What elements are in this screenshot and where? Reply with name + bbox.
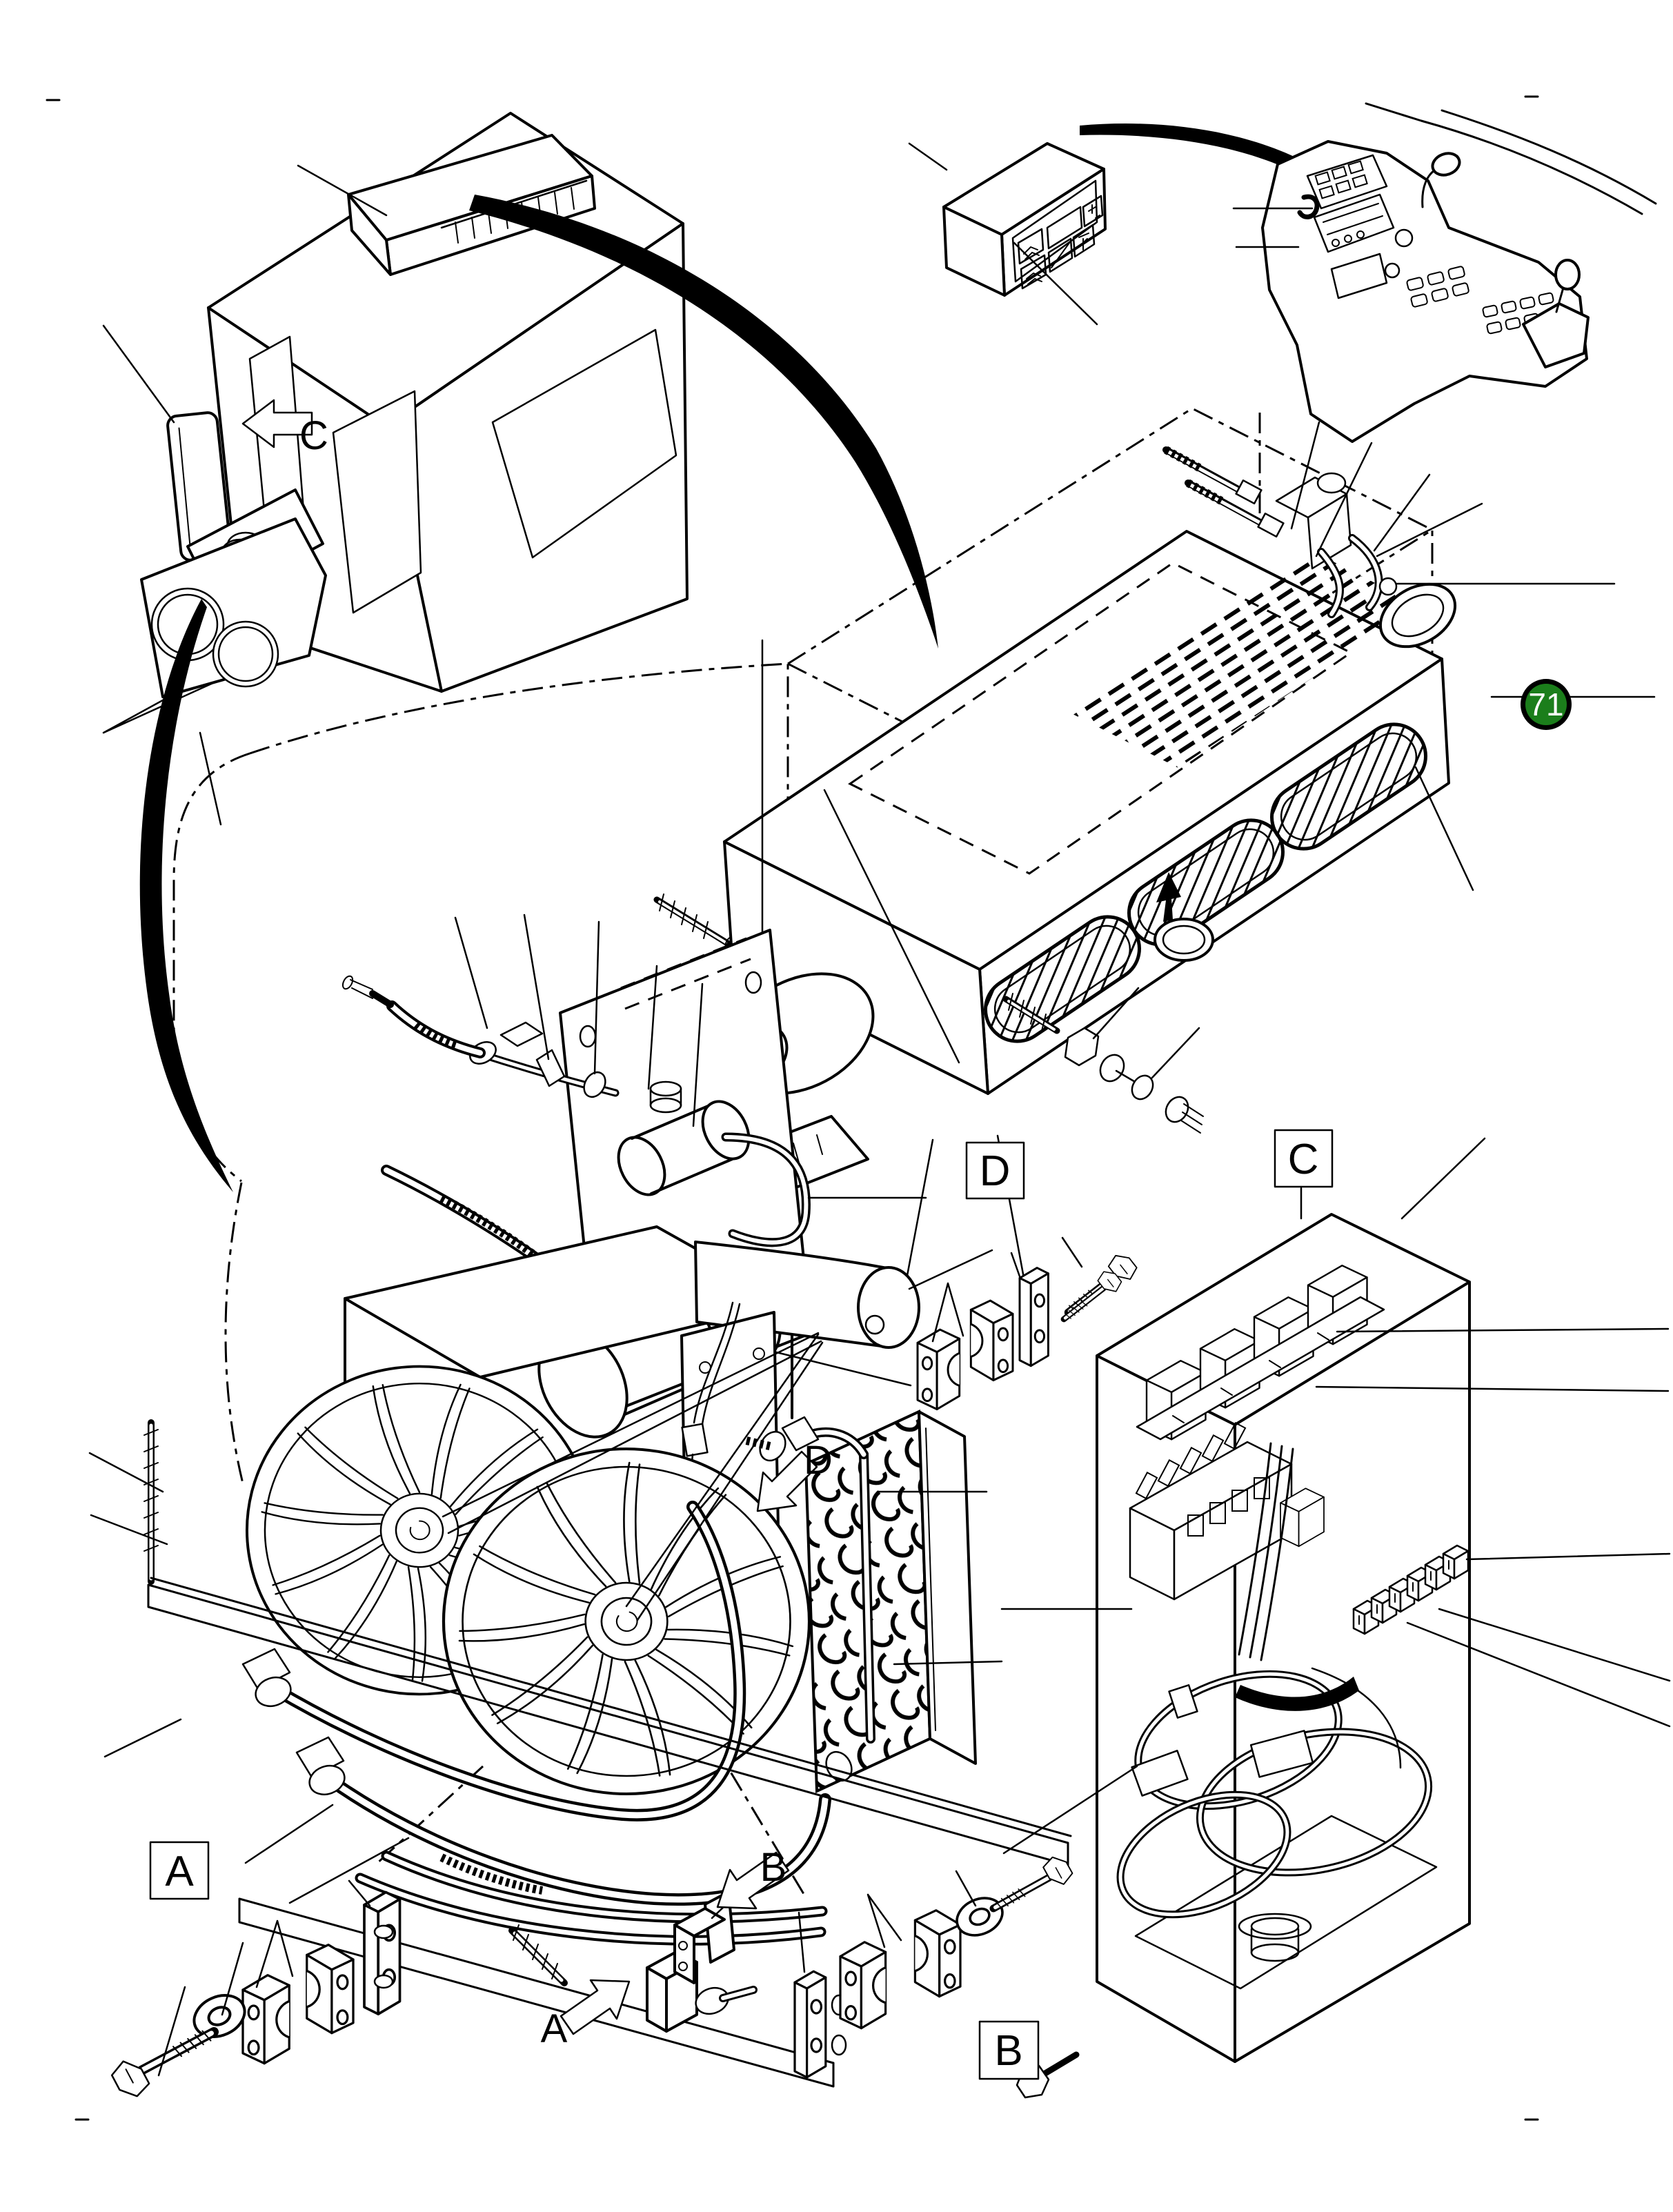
arrow-d-text: D <box>804 1438 833 1483</box>
harness-connector <box>1249 1730 1314 1778</box>
cab-side-window <box>491 328 677 559</box>
bottom-pipe-flange <box>1238 1913 1312 1962</box>
grommet <box>1154 872 1214 962</box>
ac-control-panel <box>908 142 1107 326</box>
arc-console-to-condenser <box>139 599 233 1192</box>
relay-bank <box>1136 1265 1385 1441</box>
clamp-plate <box>1018 1267 1049 1367</box>
arrow-b-text: B <box>760 1845 787 1890</box>
block-arrow-down-left <box>756 1450 818 1512</box>
cab-interior-console <box>1232 102 1657 443</box>
cab-vent-unit <box>140 517 327 698</box>
joystick <box>1522 259 1590 368</box>
drier-u-tube <box>721 1132 811 1247</box>
hardware-group-a <box>108 1879 402 2102</box>
threaded-stud <box>143 1419 159 1585</box>
up-arrow-icon <box>1156 872 1181 922</box>
discharge-pipe <box>745 1416 875 1782</box>
gear-lever <box>1421 152 1461 208</box>
cab-door-window <box>332 390 422 614</box>
tractor-cab <box>102 112 689 826</box>
condenser-hoses <box>241 1501 831 1906</box>
condenser-assembly <box>88 1225 1072 2088</box>
button-temp-up <box>1017 228 1045 265</box>
arrow-label-c: C <box>241 399 328 458</box>
vent-grille-3 <box>1270 722 1427 851</box>
harness-connector <box>1131 1750 1189 1797</box>
solenoid-valve <box>617 1080 751 1196</box>
base-rails <box>147 1577 1072 2088</box>
corner-tick-marks <box>46 95 1539 2121</box>
evaporator-assembly <box>653 421 1656 1281</box>
section-label-d: D <box>965 1141 1025 1200</box>
electrical-box <box>1000 1137 1671 2099</box>
label-c-text: C <box>1288 1136 1319 1183</box>
hardware-group-b <box>793 1853 1075 2079</box>
clamp-plate <box>793 1970 827 2079</box>
arrow-label-b: B <box>716 1845 790 1910</box>
evaporator-leader-lines <box>823 421 1656 1281</box>
wiring-harness <box>1116 1442 1433 1919</box>
arrow-c-text: C <box>299 413 328 458</box>
arc-roof-to-evaporator <box>469 195 938 649</box>
console-vent-opening <box>1330 253 1388 299</box>
clamp-half <box>306 1944 355 2035</box>
clamp-half <box>969 1299 1014 1381</box>
hose-clamp-parts-a <box>508 1890 758 2033</box>
label-d-text: D <box>980 1147 1011 1195</box>
section-label-c: C <box>1274 1129 1334 1188</box>
arrow-a-text: A <box>541 2006 568 2051</box>
round-vent-right <box>212 620 279 688</box>
button-fan <box>1072 224 1096 258</box>
mounting-screw-left <box>653 893 735 949</box>
electrical-box-leaders <box>1000 1137 1671 1855</box>
block-arrow-up-right <box>560 1979 631 2035</box>
threaded-stud <box>508 1924 568 1986</box>
service-hose <box>341 975 486 1058</box>
pressure-switch <box>1378 582 1457 649</box>
arrow-label-a: A <box>541 1979 631 2051</box>
clamp-half <box>913 1909 962 1998</box>
lower-routing-hoses <box>355 1850 828 1946</box>
clamp-plate <box>363 1890 402 2015</box>
drain-fittings <box>1002 987 1204 1134</box>
button-ac-snowflake <box>1082 195 1104 228</box>
clamp-half <box>241 1974 290 2065</box>
badge-circle <box>1525 684 1567 725</box>
relay-rail <box>1136 1296 1385 1441</box>
label-b-text: B <box>994 2027 1022 2075</box>
badge-number: 71 <box>1528 687 1563 722</box>
console-radio-panel <box>1313 193 1395 253</box>
section-label-a: A <box>149 1841 210 1900</box>
wiring-clip <box>1297 194 1320 219</box>
figure-number-badge: 71 <box>1521 679 1572 730</box>
clamp-half <box>839 1941 887 2030</box>
block-arrow-left <box>241 399 313 448</box>
block-arrow-down-left <box>716 1851 790 1910</box>
terminal-strip <box>1129 1421 1293 1601</box>
evaporator-left-face <box>723 840 989 1095</box>
corner-screw <box>1378 577 1398 596</box>
hardware-group-d <box>916 1236 1140 1410</box>
button-defrost <box>1047 237 1073 273</box>
clamp-half <box>916 1328 961 1410</box>
box-mounting-bolt <box>1056 1267 1125 1327</box>
section-label-b: B <box>978 2020 1040 2080</box>
condenser-leader-lines <box>88 1332 1003 1904</box>
display-window <box>1046 206 1083 250</box>
label-a-text: A <box>165 1848 194 1895</box>
refrigerant-fittings <box>1162 446 1457 649</box>
arrow-label-d: D <box>756 1438 833 1512</box>
console-keypad-panel <box>1306 154 1388 210</box>
cab-fresh-air-duct <box>102 324 232 562</box>
curved-arrow-icon <box>1235 1677 1359 1711</box>
switch-cluster-left <box>1406 266 1469 308</box>
